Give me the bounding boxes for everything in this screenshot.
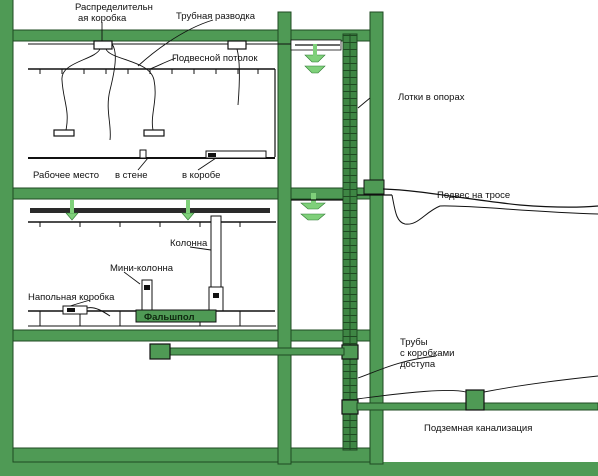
label-floor-box: Напольная коробка [28,292,115,303]
distribution-box-2 [227,40,247,50]
wall-jack [139,149,147,159]
label-pipes-3: доступа [400,359,436,370]
mini-column [141,279,153,312]
left-wall [0,0,13,476]
label-in-box: в коробе [182,170,220,181]
outer-column [369,11,384,465]
distribution-box [93,40,113,50]
surface-raceway [205,150,267,159]
label-raised-floor: Фальшпол [144,312,195,323]
lower-floor-access-box [149,343,171,360]
leader-lines [69,19,437,379]
label-workplace: Рабочее место [33,170,99,181]
label-cable-hanger: Подвес на тросе [437,190,510,201]
label-column: Колонна [170,238,208,249]
label-trays-on-supports: Лотки в опорах [398,92,465,103]
cable-hanger-bracket [363,179,385,195]
label-pipes-1: Трубы [400,337,428,348]
drop-cables [61,43,240,141]
slab-lower [12,329,378,342]
riser-arrows-top [304,44,326,74]
label-in-wall: в стене [115,170,148,181]
underground-manhole [465,389,485,411]
slab-basement [12,447,378,463]
messenger-wire [382,188,598,208]
wall-outlet-2 [143,129,165,137]
label-pipes-2: с коробками [400,348,454,359]
hanging-cable [391,194,598,225]
bottom-ground [0,462,598,476]
lower-floor-pipe [151,347,345,356]
slab-top [12,29,378,42]
middle-ceiling-tray [30,208,270,213]
label-distribution-box-2: ая коробка [78,13,127,24]
label-mini-column: Мини-колонна [110,263,174,274]
slab-middle [12,187,378,200]
wall-outlet-1 [53,129,75,137]
ceiling-arrows [65,200,195,221]
inner-column [277,11,292,465]
raised-floor-panel [135,309,217,323]
label-pipe-wiring: Трубная разводка [176,11,256,22]
label-suspended-ceiling: Подвесной потолок [172,53,258,64]
ceiling-ticks [39,69,259,74]
label-underground-duct: Подземная канализация [424,423,532,434]
label-distribution-box-1: Распределительн [75,2,153,13]
riser-arrows-middle [300,193,326,221]
riser-access-box-lower [341,399,359,415]
